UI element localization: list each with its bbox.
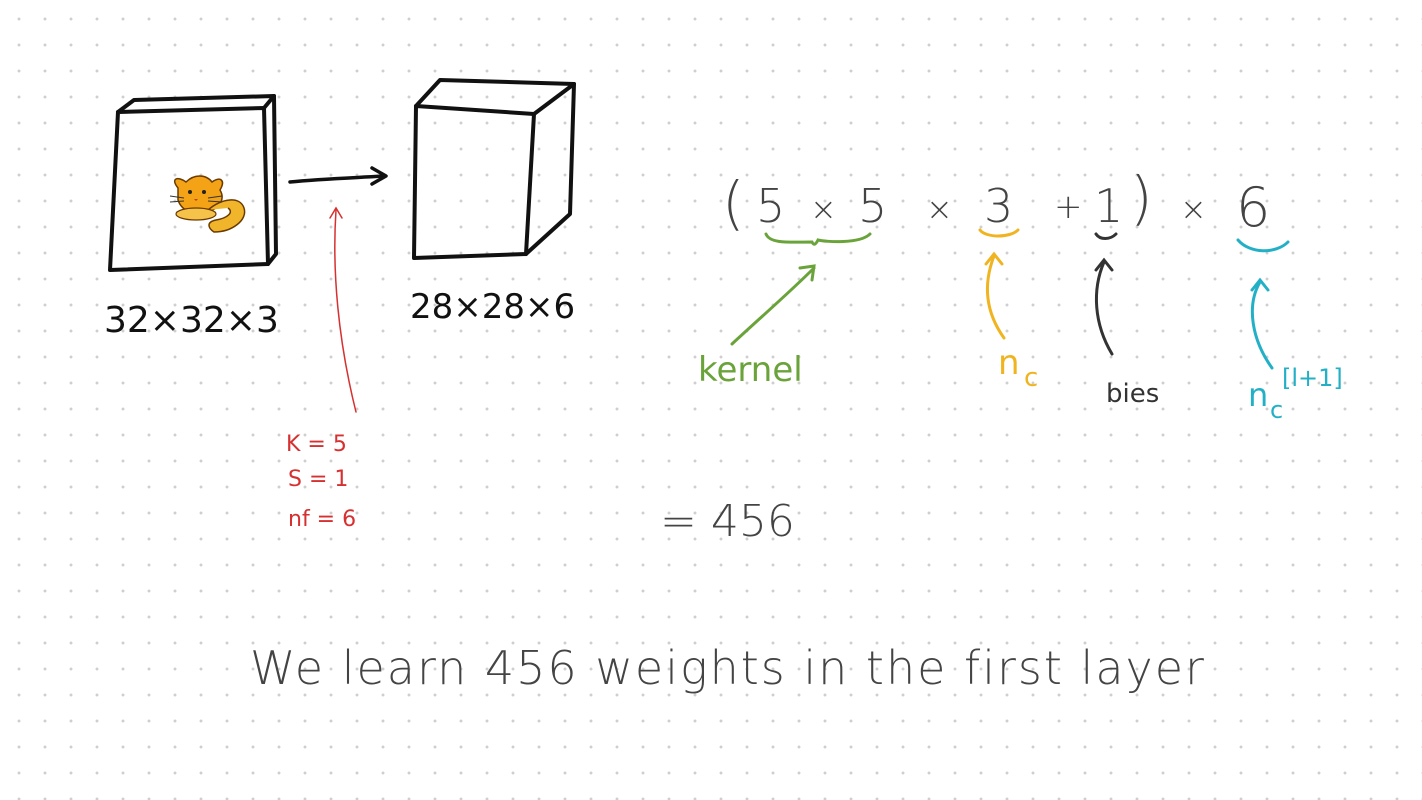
formula-close-paren: ) <box>1130 164 1153 232</box>
formula-bias: 1 <box>1094 179 1123 233</box>
formula-plus: + <box>1054 187 1083 227</box>
result-value: = 456 <box>660 496 795 547</box>
filter-count-param: nf = 6 <box>288 507 356 532</box>
output-volume <box>412 78 576 260</box>
channels-annotation <box>978 228 1020 340</box>
formula: ( 5 × 5 × 3 + 1 ) × 6 <box>722 164 1270 239</box>
formula-filters: 6 <box>1236 176 1270 239</box>
channels-subscript: c <box>1024 363 1038 393</box>
formula-times-3: × <box>1180 190 1207 228</box>
output-volume-label: 28×28×6 <box>410 287 575 327</box>
cat-image <box>169 175 246 233</box>
stride-param: S = 1 <box>288 467 348 492</box>
transform-arrow <box>288 166 388 186</box>
kernel-size-param: K = 5 <box>286 432 347 457</box>
formula-kernel-1: 5 <box>756 179 785 233</box>
kernel-label: kernel <box>698 350 803 390</box>
summary-sentence: We learn 456 weights in the first layer <box>250 641 1206 695</box>
formula-open-paren: ( <box>722 169 745 237</box>
input-volume-label: 32×32×3 <box>104 300 279 341</box>
next-channels-superscript: [l+1] <box>1282 364 1343 392</box>
input-volume <box>108 94 278 272</box>
bias-label: bies <box>1106 379 1159 409</box>
formula-times-2: × <box>926 190 953 228</box>
next-channels-annotation <box>1236 238 1290 370</box>
formula-times-1: × <box>810 190 837 228</box>
formula-channels: 3 <box>984 179 1013 233</box>
bias-annotation <box>1094 232 1118 356</box>
next-channels-label: n <box>1248 376 1268 414</box>
formula-kernel-2: 5 <box>858 179 887 233</box>
channels-label: n <box>998 343 1020 383</box>
params-pointer <box>329 206 357 413</box>
kernel-annotation <box>730 232 872 346</box>
next-channels-subscript: c <box>1270 396 1283 424</box>
